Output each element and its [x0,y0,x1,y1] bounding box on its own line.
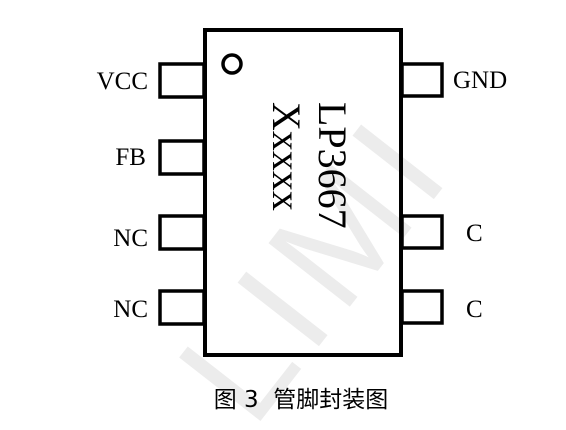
pin-label-c-2: C [466,296,483,323]
chip-marking-code: Xxxxx [264,102,309,211]
pin-left-1 [158,62,206,99]
pin-label-nc-2: NC [113,296,148,323]
chip-part-number: LP3667 [310,102,355,229]
figure-caption: 图 3 管脚封装图 [214,387,389,413]
pin1-dot-icon [221,53,243,75]
pin-label-fb: FB [115,144,146,171]
pin-label-vcc: VCC [97,68,148,95]
pin-right-3 [400,289,444,325]
pin-left-3 [158,214,206,251]
chip-body [203,28,403,357]
pin-label-nc-1: NC [113,225,148,252]
pin-label-c-1: C [466,220,483,247]
pin-left-4 [158,289,206,326]
pin-label-gnd: GND [453,67,507,94]
pin-right-2 [400,214,444,250]
pin-right-1 [400,62,444,98]
pin-left-2 [158,139,206,176]
